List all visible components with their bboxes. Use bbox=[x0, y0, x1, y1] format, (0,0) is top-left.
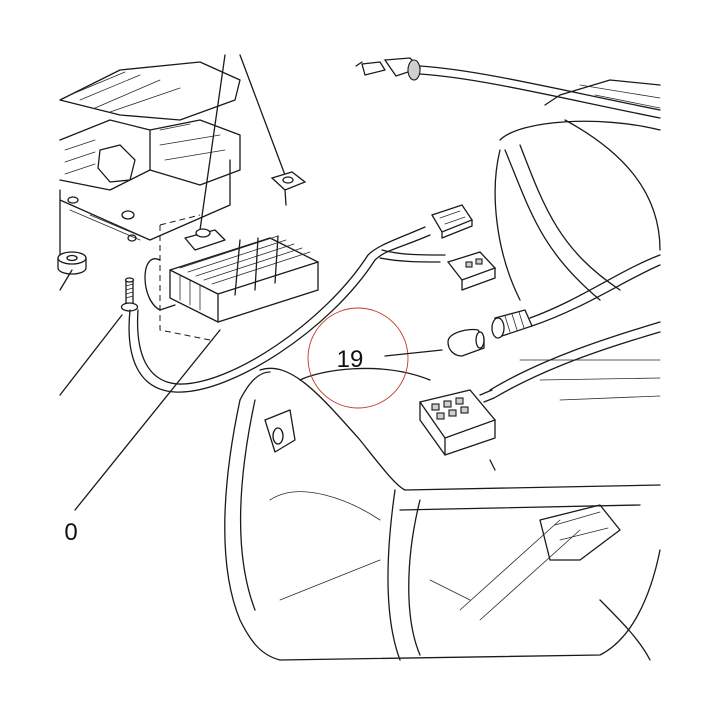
callout-19: 19 bbox=[307, 307, 443, 409]
upper-cable bbox=[355, 57, 661, 119]
callout-ring bbox=[307, 307, 409, 409]
bulb-part bbox=[447, 328, 485, 357]
chassis-frame bbox=[59, 61, 241, 261]
grommet-part bbox=[57, 251, 87, 291]
front-fairing bbox=[224, 359, 661, 661]
callout-label-19: 19 bbox=[337, 346, 364, 373]
multi-pin-connector-part bbox=[418, 389, 497, 456]
bulb-socket-part bbox=[491, 309, 533, 339]
headlight-housing bbox=[494, 79, 661, 301]
callout-label-left: 0 bbox=[64, 519, 77, 546]
coupler-large bbox=[446, 251, 497, 291]
wiring-harness bbox=[128, 226, 446, 393]
coupler-small bbox=[431, 204, 473, 239]
clip-nut-part bbox=[270, 171, 307, 206]
regulator-rectifier-part bbox=[169, 228, 319, 323]
mounting-bolt-part bbox=[59, 277, 139, 396]
leader-lines-top bbox=[74, 54, 286, 511]
callout-leader-line bbox=[384, 349, 443, 357]
callout-left: 0 bbox=[64, 519, 77, 546]
